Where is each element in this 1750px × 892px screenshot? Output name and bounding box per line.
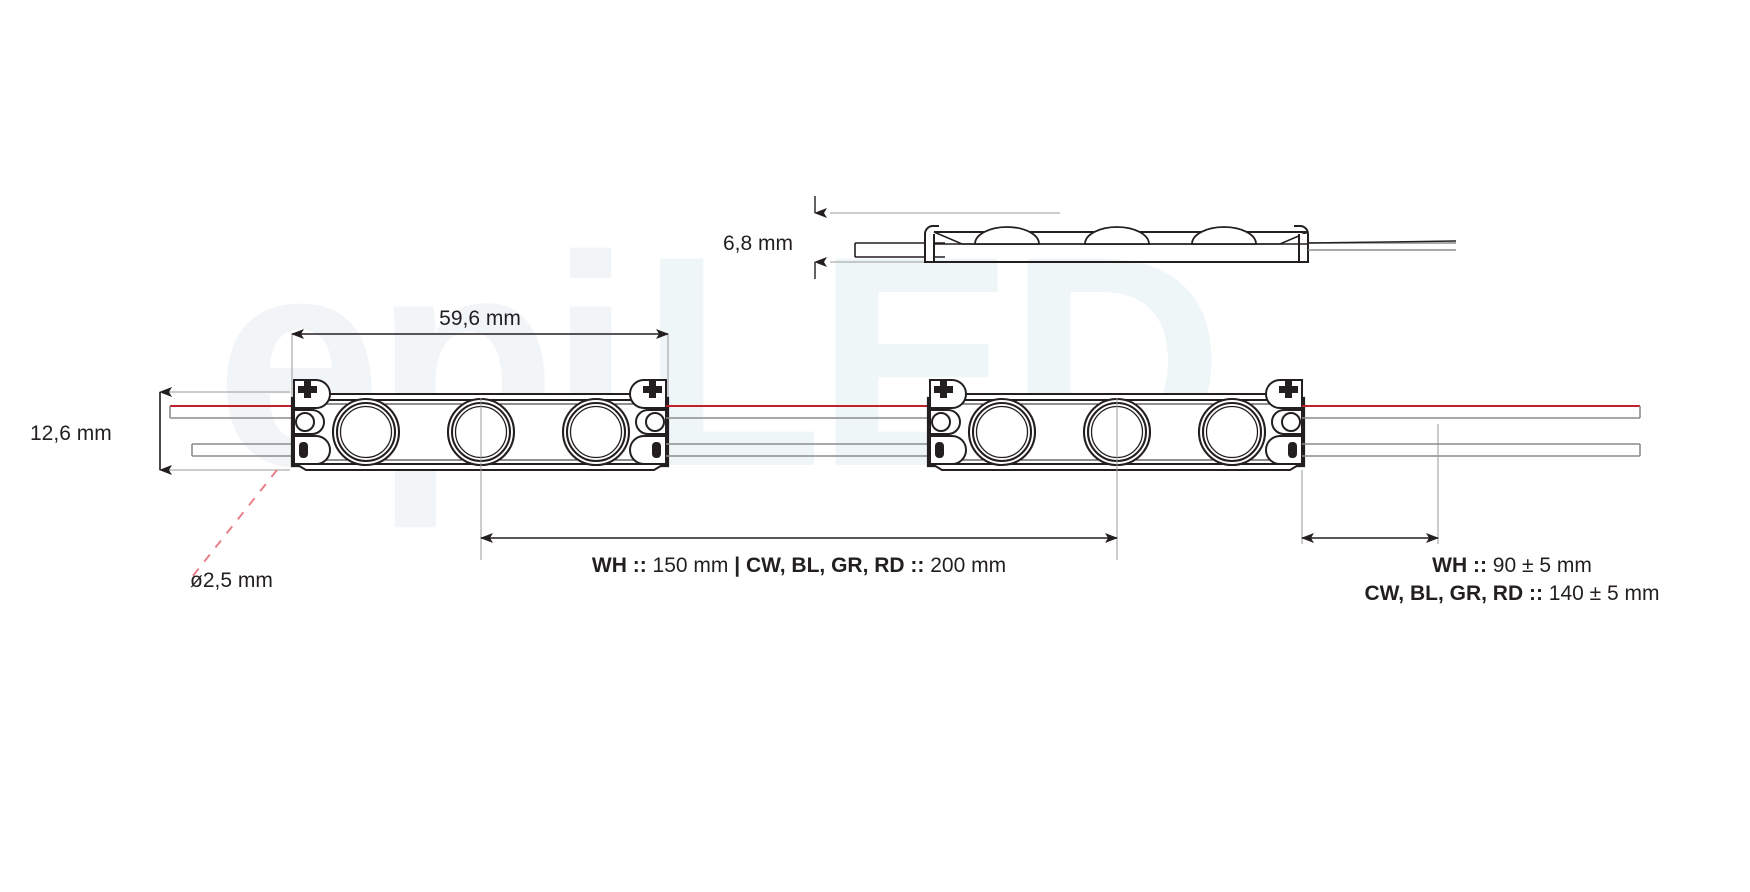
callout-hole-diameter: ø2,5 mm xyxy=(190,469,278,592)
module-2-output-wires xyxy=(1302,405,1641,457)
side-view-group: 6,8 mm xyxy=(723,196,1457,279)
module-2-pads-left xyxy=(929,379,967,465)
module-1-pads-right xyxy=(629,379,667,465)
module-1-pads-left xyxy=(293,379,331,465)
label-lead-colors-value: 140 ± 5 mm xyxy=(1543,582,1660,605)
dimension-module-spacing: WH :: 150 mm | CW, BL, GR, RD :: 200 mm xyxy=(480,533,1118,577)
dimension-side-height: 6,8 mm xyxy=(723,196,827,279)
label-hole-diameter: ø2,5 mm xyxy=(190,569,273,592)
label-side-height: 6,8 mm xyxy=(723,232,793,255)
module-1-led-3 xyxy=(561,397,631,467)
label-lead-colors-key: CW, BL, GR, RD :: xyxy=(1364,582,1542,605)
label-spacing-wh-key: WH :: xyxy=(592,554,647,577)
side-view-right-wires xyxy=(1307,240,1457,251)
led-module-1 xyxy=(169,379,670,560)
label-spacing-colors-value: 200 mm xyxy=(924,554,1006,577)
label-spacing-colors-key: CW, BL, GR, RD :: xyxy=(746,554,924,577)
side-view-body xyxy=(924,225,1309,263)
dimension-module-height: 12,6 mm xyxy=(30,387,290,475)
module-1-led-1 xyxy=(331,397,401,467)
module-2-led-3 xyxy=(1197,397,1267,467)
module-2-pads-right xyxy=(1265,379,1303,465)
dimension-lead-length: WH :: 90 ± 5 mm CW, BL, GR, RD :: 140 ± … xyxy=(1301,424,1660,605)
inter-module-wires xyxy=(666,405,930,457)
label-module-width: 59,6 mm xyxy=(439,307,521,330)
module-1-input-wires xyxy=(169,405,300,457)
led-module-2 xyxy=(926,379,1306,560)
label-lead-length-colors: CW, BL, GR, RD :: 140 ± 5 mm xyxy=(1364,582,1659,605)
svg-text:epi: epi xyxy=(215,193,624,531)
label-lead-length-wh: WH :: 90 ± 5 mm xyxy=(1432,554,1592,577)
label-lead-wh-value: 90 ± 5 mm xyxy=(1487,554,1592,577)
label-spacing-wh-value: 150 mm xyxy=(647,554,735,577)
label-lead-wh-key: WH :: xyxy=(1432,554,1487,577)
label-module-height: 12,6 mm xyxy=(30,422,112,445)
dimension-module-width: 59,6 mm xyxy=(291,307,669,398)
module-2-led-1 xyxy=(967,397,1037,467)
label-spacing-separator: | xyxy=(734,554,746,577)
label-module-spacing: WH :: 150 mm | CW, BL, GR, RD :: 200 mm xyxy=(592,554,1006,577)
